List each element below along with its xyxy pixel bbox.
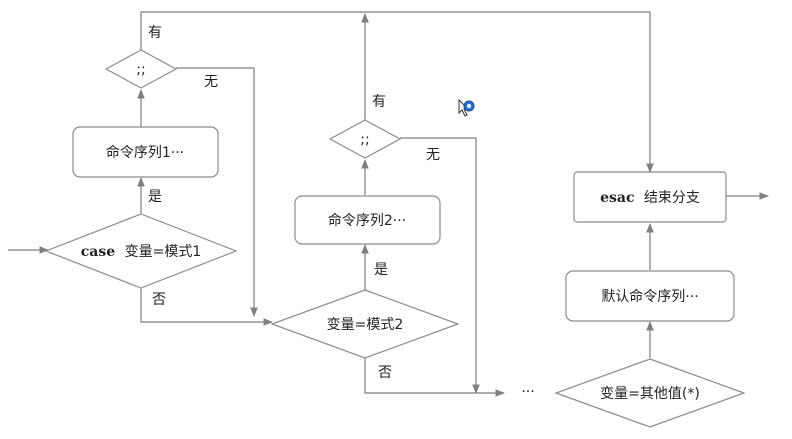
label-no-1: 否 xyxy=(152,292,166,308)
d1-no-to-d2-line xyxy=(140,288,273,326)
esac-end-branch: esac 结束分支 xyxy=(573,171,727,223)
decision1-label: 变量=模式1 xyxy=(125,244,202,260)
default-process-label: 默认命令序列··· xyxy=(601,288,698,305)
decision2-label: 变量=模式2 xyxy=(327,317,404,333)
process1-label: 命令序列1··· xyxy=(106,144,184,161)
decision-pattern2: 变量=模式2 xyxy=(270,289,460,359)
process-default-seq: 默认命令序列··· xyxy=(565,270,735,322)
case-keyword: case xyxy=(81,244,115,260)
label-none-1: 无 xyxy=(204,74,218,90)
label-yes-1: 是 xyxy=(148,189,162,205)
label-no-2: 否 xyxy=(378,365,392,381)
decision-default-other: 变量=其他值(*) xyxy=(554,358,746,428)
svg-text:esac 结束分支: esac 结束分支 xyxy=(600,190,700,206)
c1-none-down-line xyxy=(176,67,258,317)
process2-label: 命令序列2··· xyxy=(328,212,406,229)
label-none-2: 无 xyxy=(426,147,440,163)
label-yes-2: 是 xyxy=(374,262,388,278)
check-double-semicolon-1: ;; xyxy=(104,49,178,89)
decision-case-pattern1: case 变量=模式1 xyxy=(44,213,238,289)
check2-label: ;; xyxy=(360,132,369,148)
svg-text:case 变量=模式1: case 变量=模式1 xyxy=(81,244,201,260)
check1-label: ;; xyxy=(136,62,145,78)
label-have-2: 有 xyxy=(372,94,386,110)
process-command-seq1: 命令序列1··· xyxy=(72,126,219,178)
check-double-semicolon-2: ;; xyxy=(328,119,402,159)
cursor-icon xyxy=(458,98,475,117)
ellipsis-text: ··· xyxy=(521,384,534,400)
c2-none-down-line xyxy=(400,137,480,394)
label-have-1: 有 xyxy=(148,25,162,41)
d2-no-to-ellipsis-line xyxy=(364,358,505,397)
process-command-seq2: 命令序列2··· xyxy=(294,195,441,245)
connectors xyxy=(8,11,769,397)
default-decision-label: 变量=其他值(*) xyxy=(600,386,700,402)
esac-keyword: esac xyxy=(600,190,634,206)
c1-have-to-esac-line xyxy=(140,11,654,173)
esac-label: 结束分支 xyxy=(644,190,700,206)
